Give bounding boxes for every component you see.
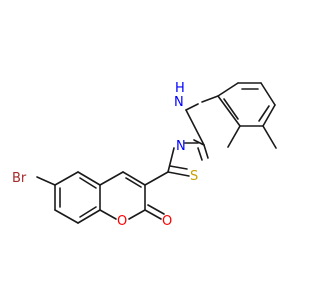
bond — [258, 105, 270, 122]
bond — [193, 139, 205, 146]
bond — [144, 171, 169, 186]
bond — [125, 177, 142, 188]
structure-canvas: Br O O N S N H — [12, 81, 277, 229]
bond — [217, 95, 241, 127]
bond — [185, 109, 205, 146]
bond — [99, 209, 117, 220]
bond — [128, 209, 146, 220]
bond — [197, 147, 203, 161]
bond — [122, 171, 146, 186]
bond — [167, 171, 190, 177]
bond — [262, 125, 277, 149]
bond — [54, 171, 79, 186]
molecule-diagram: Br O O N S N H — [12, 81, 277, 229]
bond — [144, 209, 162, 220]
bond — [147, 204, 165, 215]
carbonyl-oxygen-label: O — [162, 214, 172, 229]
bond — [223, 98, 239, 120]
bond — [260, 82, 276, 106]
bonds — [36, 82, 277, 224]
thiazole-sulfur-label: S — [190, 169, 198, 184]
bond — [217, 82, 239, 97]
bromine-label: Br — [12, 171, 27, 186]
ring-oxygen-label: O — [117, 214, 127, 229]
amine-nitrogen-label: N — [174, 95, 184, 110]
bond — [77, 209, 101, 224]
bond — [227, 125, 241, 148]
bond — [201, 95, 219, 103]
bond — [36, 176, 56, 186]
atom-labels: Br O O N S N H — [12, 81, 198, 229]
bond — [203, 144, 209, 159]
bond — [54, 209, 79, 224]
bond — [99, 171, 124, 186]
bond — [77, 171, 101, 186]
bond — [79, 177, 97, 189]
bond — [79, 206, 97, 218]
bond — [262, 104, 276, 127]
thiazole-nitrogen-label: N — [176, 139, 186, 154]
amine-hydrogen-label: H — [175, 81, 185, 96]
bond — [167, 147, 175, 173]
bond — [185, 103, 199, 111]
bond — [169, 165, 188, 170]
